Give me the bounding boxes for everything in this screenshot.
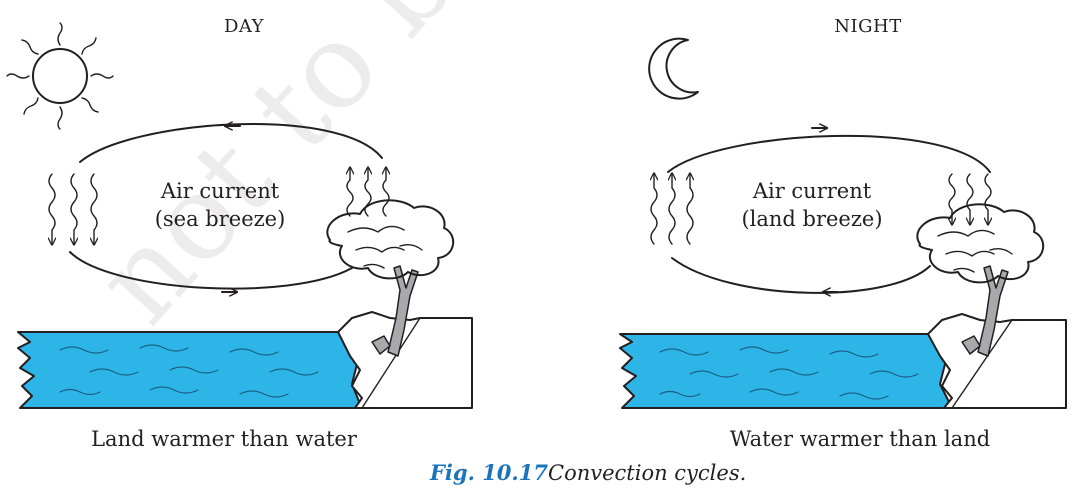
moon-icon [648, 37, 699, 100]
day-water [17, 331, 361, 409]
night-water [619, 333, 951, 409]
day-loop-top [79, 123, 383, 163]
day-up-arrow-2 [365, 168, 371, 217]
night-heading: NIGHT [834, 16, 901, 37]
day-up-arrow-3 [383, 168, 389, 217]
night-tree [916, 203, 1044, 357]
figure-number: Fig. 10.17 [429, 460, 548, 485]
day-up-arrow-1 [347, 168, 353, 217]
night-up-arrow-3 [687, 174, 693, 245]
night-panel: NIGHT Air current (land breeze) [619, 16, 1067, 451]
day-heading: DAY [224, 16, 265, 37]
day-caption: Land warmer than water [91, 427, 358, 451]
day-land [337, 311, 473, 409]
night-land [927, 313, 1067, 409]
night-label-line1: Air current [752, 179, 872, 203]
night-down-arrow-2 [967, 173, 973, 224]
figure-title: Convection cycles. [548, 461, 746, 485]
day-tree [326, 199, 454, 357]
night-loop-top [667, 134, 991, 173]
night-label-line2: (land breeze) [741, 207, 882, 231]
day-loop-bottom [69, 251, 353, 290]
night-up-arrow-1 [651, 174, 657, 245]
watermark: not to be [68, 0, 527, 349]
day-down-arrow-2 [71, 173, 77, 244]
day-down-arrow-3 [91, 173, 97, 244]
day-down-arrow-1 [49, 173, 55, 244]
day-panel: DAY Air current (sea breeze) [6, 16, 473, 451]
night-down-arrow-1 [949, 173, 955, 224]
night-caption: Water warmer than land [730, 427, 990, 451]
day-label-line1: Air current [160, 179, 280, 203]
night-down-arrow-3 [985, 173, 991, 224]
sun-icon [6, 22, 114, 130]
night-up-arrow-2 [669, 174, 675, 245]
day-label-line2: (sea breeze) [155, 207, 286, 231]
night-loop-bottom [671, 257, 931, 294]
